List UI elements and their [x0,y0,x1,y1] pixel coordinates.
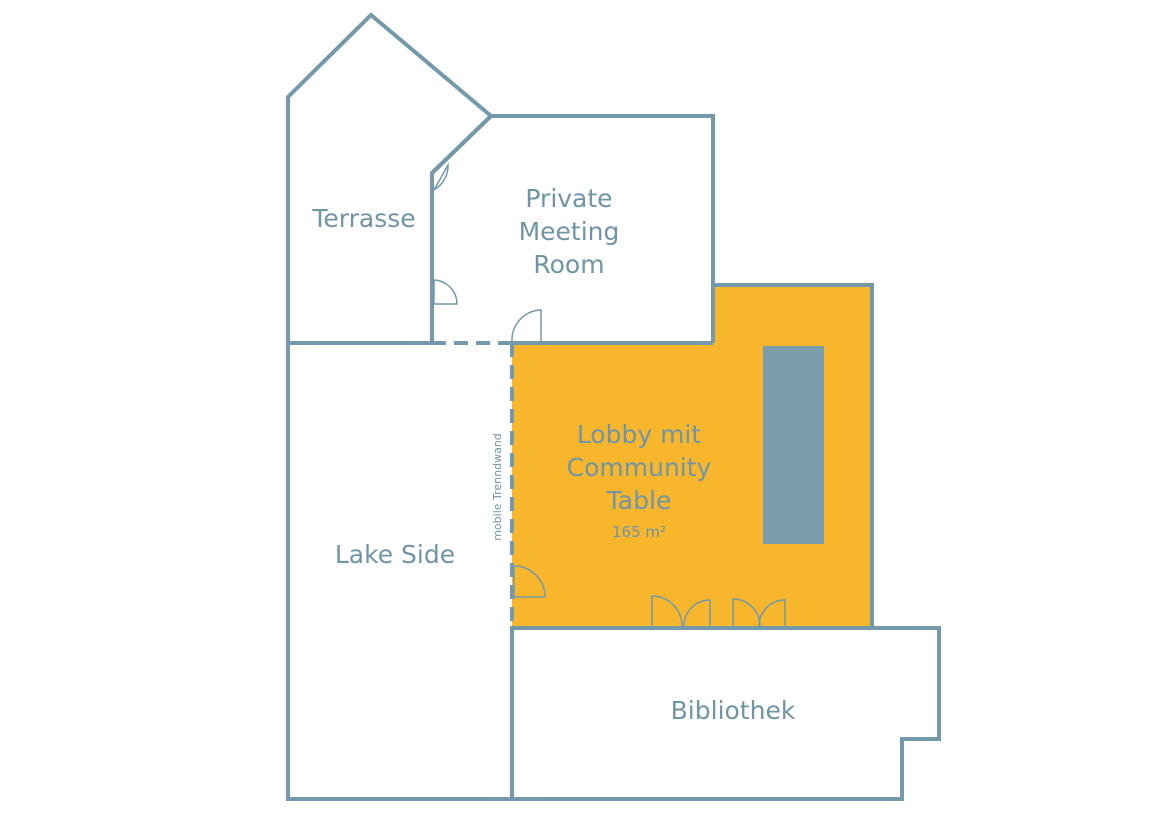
lobby-label-line3: Table [606,486,672,515]
bibliothek-room[interactable] [510,626,941,801]
door-swing-icon [511,309,542,342]
lobby-area-label: 165 m² [612,523,666,541]
lake-side-room[interactable] [286,343,514,801]
lobby-label-line1: Lobby mit [577,420,702,449]
lobby-label-line2: Community [567,453,712,482]
door-swing-icon [432,162,449,193]
terrasse-room[interactable] [286,12,494,345]
lake-side-label: Lake Side [335,540,455,569]
bibliothek-label: Bibliothek [671,696,796,725]
private-meeting-room[interactable] [430,114,715,343]
private-meeting-label-line3: Room [533,250,604,279]
door-swing-icon [433,279,458,305]
door-swing-icon [732,598,786,627]
door-swing-icon [651,595,711,627]
partition-label: mobile Trenndwand [491,433,504,541]
terrasse-label: Terrasse [311,204,415,233]
door-swing-icon [513,565,546,598]
private-meeting-label-line2: Meeting [519,217,620,246]
lobby-walls [711,283,874,628]
private-meeting-label-line1: Private [525,184,612,213]
community-table-icon [763,346,824,544]
